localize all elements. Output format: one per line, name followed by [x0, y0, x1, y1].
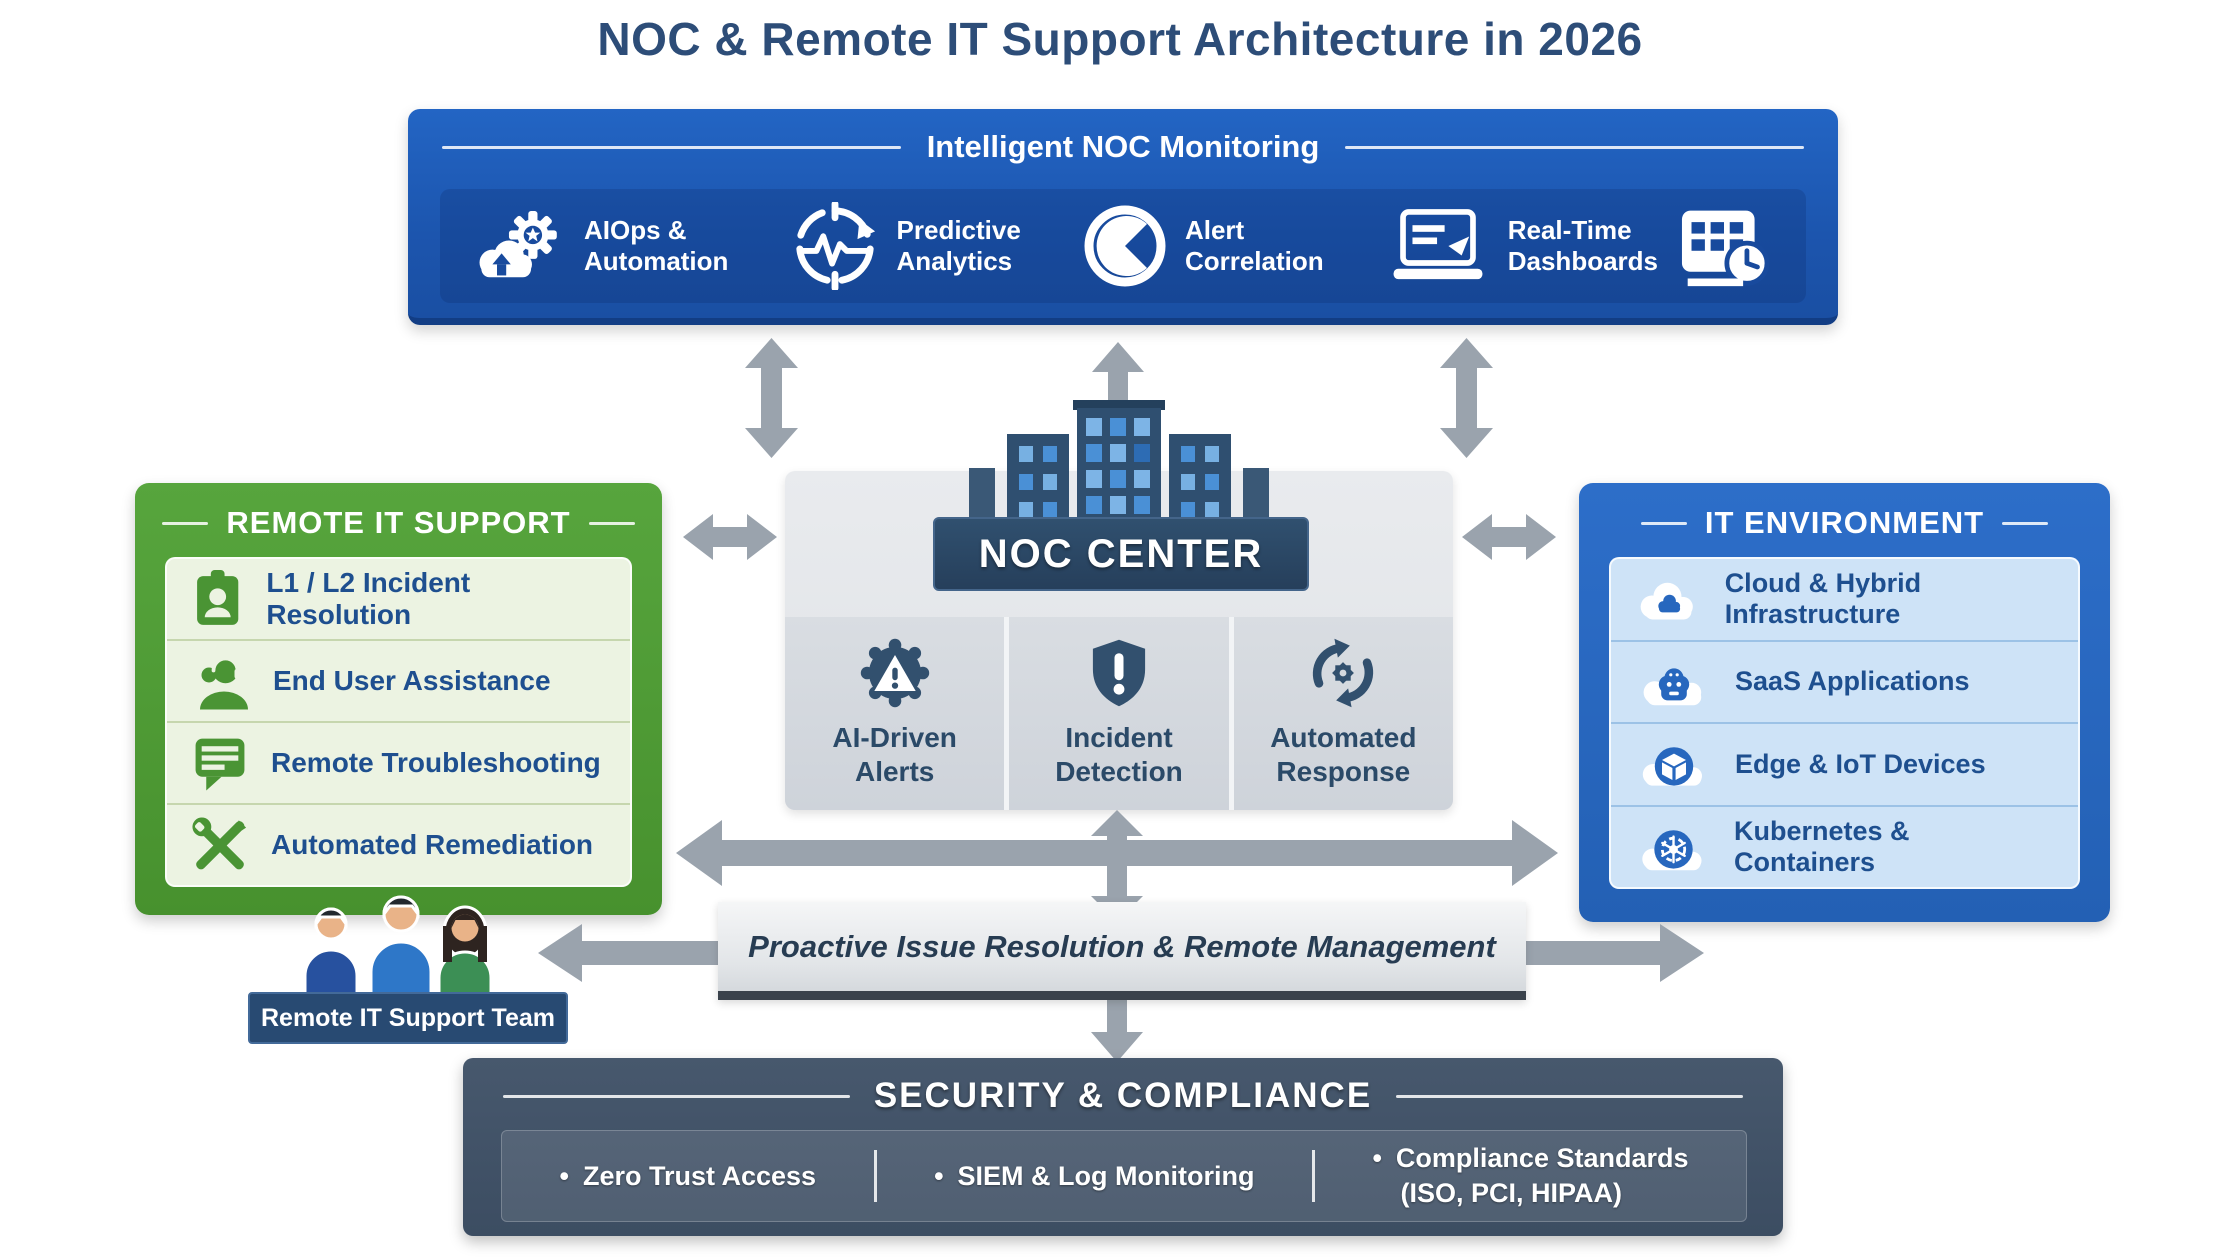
- monitoring-item-dashboards: Real-Time Dashboards: [1386, 203, 1772, 289]
- security-item-sublabel: (ISO, PCI, HIPAA): [1400, 1178, 1622, 1208]
- monitoring-item-label: Predictive Analytics: [896, 215, 1021, 276]
- it-environment-panel: IT ENVIRONMENT Cloud & Hybrid Infrastruc…: [1579, 483, 2110, 922]
- security-title: SECURITY & COMPLIANCE: [873, 1076, 1373, 1115]
- noc-center-banner: NOC CENTER: [933, 517, 1309, 591]
- security-item-label: Compliance Standards: [1395, 1143, 1689, 1173]
- list-item-remote-troubleshooting: Remote Troubleshooting: [167, 721, 630, 803]
- bullet: •: [559, 1160, 569, 1191]
- monitoring-item-predictive: Predictive Analytics: [791, 202, 1021, 290]
- remote-support-team-label: Remote IT Support Team: [248, 992, 568, 1044]
- list-item-label: Remote Troubleshooting: [271, 747, 601, 778]
- title-line: [503, 1094, 850, 1098]
- list-item-label: Cloud & Hybrid Infrastructure: [1724, 568, 1922, 630]
- monitoring-title: Intelligent NOC Monitoring: [926, 129, 1320, 164]
- bullet: •: [1372, 1143, 1382, 1173]
- proactive-resolution-bar: Proactive Issue Resolution & Remote Mana…: [718, 902, 1526, 1000]
- remote-it-support-panel: REMOTE IT SUPPORT L1 / L2 Incident Resol…: [135, 483, 662, 915]
- noc-columns: AI-Driven Alerts Incident Detection: [785, 617, 1453, 810]
- list-item-saas: SaaS Applications: [1611, 639, 2078, 723]
- list-item-kubernetes: Kubernetes & Containers: [1611, 804, 2078, 888]
- separator-line: [1311, 1150, 1315, 1202]
- arrow-proactive-to-team: [538, 924, 718, 982]
- monitoring-item-aiops: AIOps & Automation: [474, 206, 728, 286]
- arrow-proactive-to-security: [1091, 1000, 1143, 1062]
- title-line: [1396, 1094, 1743, 1098]
- arrow-support-noc-bidirectional: [683, 514, 777, 560]
- monitoring-items-band: AIOps & Automation: [440, 189, 1806, 303]
- title-line: [1640, 521, 1687, 525]
- security-item-siem: • SIEM & Log Monitoring: [934, 1161, 1254, 1192]
- list-item-cloud-hybrid: Cloud & Hybrid Infrastructure: [1611, 559, 2078, 640]
- arrow-monitoring-noc-left: [745, 338, 798, 458]
- remote-support-team-illustration: [303, 895, 493, 994]
- remote-support-list: L1 / L2 Incident Resolution End User Ass…: [165, 557, 632, 887]
- monitoring-title-row: Intelligent NOC Monitoring: [442, 129, 1804, 165]
- it-environment-list: Cloud & Hybrid Infrastructure: [1609, 557, 2080, 889]
- noc-column-label: Incident Detection: [1055, 722, 1183, 787]
- kubernetes-icon: [1642, 829, 1702, 870]
- chat-bubble-icon: [195, 738, 245, 791]
- list-item-end-user-assistance: End User Assistance: [167, 639, 630, 721]
- alert-correlation-icon: [1084, 205, 1166, 287]
- bullet: •: [934, 1160, 944, 1191]
- security-compliance-panel: SECURITY & COMPLIANCE • Zero Trust Acces…: [463, 1058, 1783, 1236]
- noc-column-label: AI-Driven Alerts: [832, 722, 957, 787]
- it-environment-title-row: IT ENVIRONMENT: [1605, 505, 2084, 541]
- dashboard-calendar-clock-icon: [1681, 210, 1770, 287]
- monitoring-item-label: Alert Correlation: [1184, 215, 1324, 276]
- crossed-tools-icon: [192, 817, 247, 870]
- noc-building-icon: [969, 400, 1269, 528]
- remote-support-title-row: REMOTE IT SUPPORT: [161, 505, 636, 541]
- title-line: [442, 145, 901, 149]
- id-badge-icon: [197, 570, 239, 625]
- realtime-dashboards-icon: [1393, 209, 1483, 280]
- security-item-label: SIEM & Log Monitoring: [957, 1160, 1255, 1191]
- page-title: NOC & Remote IT Support Architecture in …: [597, 13, 1643, 65]
- cloud-hybrid-icon: [1640, 583, 1693, 620]
- separator-line: [873, 1150, 877, 1202]
- edge-iot-icon: [1642, 747, 1702, 786]
- noc-column-label: Automated Response: [1270, 722, 1417, 787]
- list-item-incident-resolution: L1 / L2 Incident Resolution: [167, 559, 630, 639]
- it-environment-title: IT ENVIRONMENT: [1704, 505, 1985, 540]
- title-line: [1345, 145, 1804, 149]
- security-item-label: Zero Trust Access: [582, 1160, 817, 1191]
- aiops-automation-icon: [479, 211, 557, 278]
- arrow-noc-to-monitoring-up: [1092, 342, 1144, 434]
- title-line: [2002, 521, 2049, 525]
- list-item-label: Kubernetes & Containers: [1734, 815, 1910, 877]
- noc-column-automated-response: Automated Response: [1228, 617, 1453, 810]
- alert-badge-icon: [860, 638, 929, 708]
- noc-column-incident-detection: Incident Detection: [1004, 617, 1229, 810]
- saas-applications-icon: [1643, 668, 1702, 705]
- arrow-proactive-to-right: [1526, 924, 1704, 982]
- arrow-monitoring-noc-right: [1440, 338, 1493, 458]
- list-item-label: End User Assistance: [273, 665, 551, 696]
- title-line: [588, 521, 635, 525]
- security-items-band: • Zero Trust Access • SIEM & Log Monitor…: [501, 1130, 1747, 1222]
- security-item-compliance: • Compliance Standards (ISO, PCI, HIPAA): [1372, 1143, 1688, 1209]
- list-item-label: Edge & IoT Devices: [1735, 748, 1986, 779]
- end-user-assistance-icon: [200, 656, 248, 710]
- security-title-row: SECURITY & COMPLIANCE: [503, 1076, 1743, 1116]
- security-item-zero-trust: • Zero Trust Access: [560, 1161, 817, 1192]
- list-item-edge-iot: Edge & IoT Devices: [1611, 722, 2078, 805]
- remote-support-title: REMOTE IT SUPPORT: [226, 505, 571, 540]
- list-item-label: SaaS Applications: [1735, 666, 1970, 697]
- noc-column-ai-driven-alerts: AI-Driven Alerts: [785, 617, 1005, 810]
- list-item-label: Automated Remediation: [271, 829, 594, 860]
- list-item-automated-remediation: Automated Remediation: [167, 803, 630, 885]
- shield-alert-icon: [1092, 639, 1146, 707]
- monitoring-item-label: AIOps & Automation: [584, 215, 729, 276]
- arrow-noc-env-bidirectional: [1462, 514, 1556, 560]
- intelligent-noc-monitoring-panel: Intelligent NOC Monitoring: [408, 109, 1838, 325]
- monitoring-item-label: Real-Time Dashboards: [1507, 215, 1658, 276]
- automated-response-icon: [1313, 638, 1374, 708]
- monitoring-item-alert: Alert Correlation: [1083, 204, 1324, 288]
- title-line: [162, 521, 209, 525]
- predictive-analytics-icon: [795, 202, 875, 290]
- list-item-label: L1 / L2 Incident Resolution: [266, 567, 471, 630]
- arrow-noc-proactive-bidirectional: [1091, 810, 1143, 922]
